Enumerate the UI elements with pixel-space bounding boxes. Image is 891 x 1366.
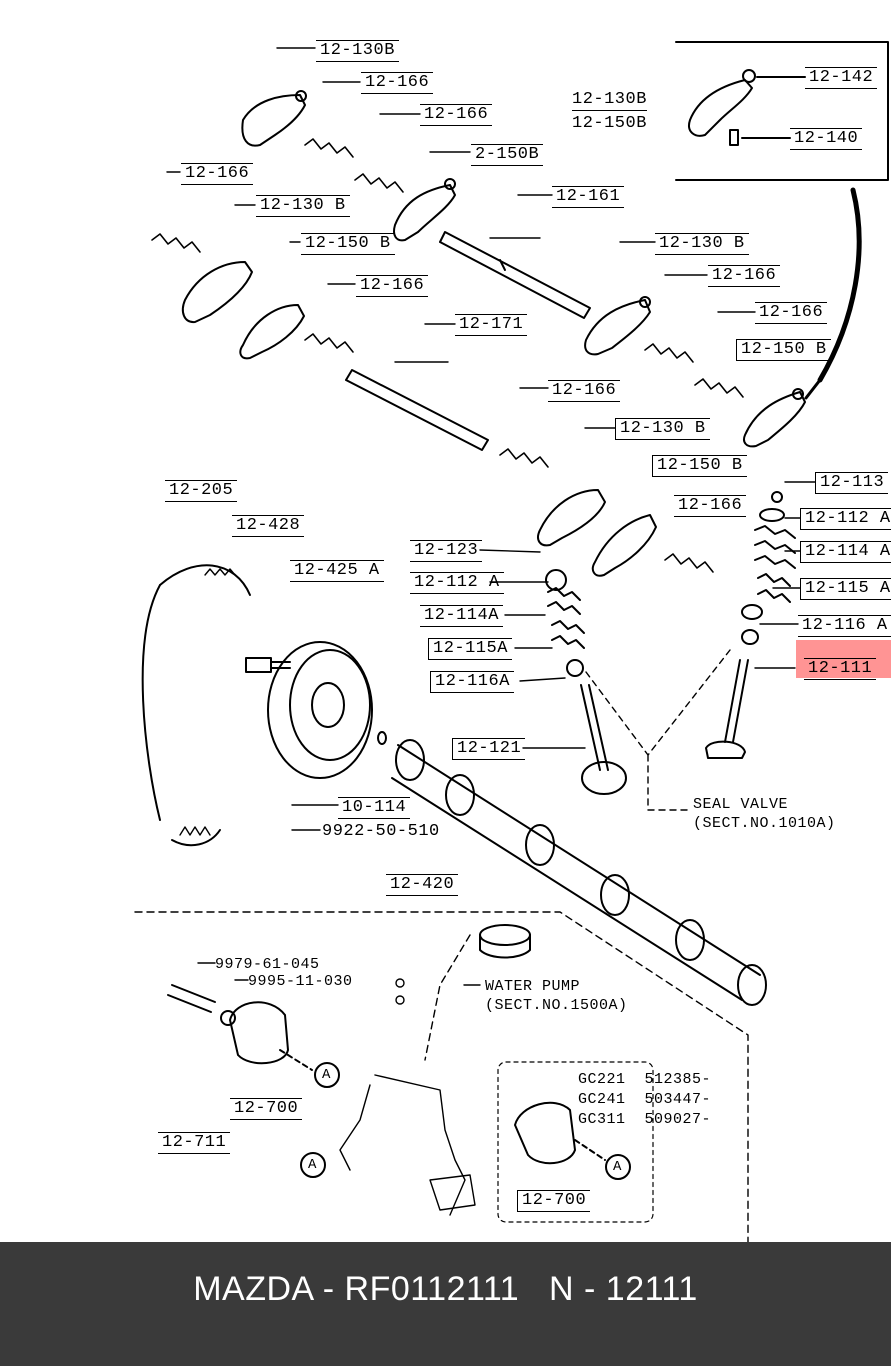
label-12-166-g: 12-166 [548,380,621,402]
inset-frame [675,41,889,181]
label-12-142: 12-142 [805,67,878,89]
timing-cover [339,978,476,1216]
caption-text: MAZDA - RF0112111 N - 12111 [193,1269,698,1308]
label-12-121: 12-121 [452,738,526,760]
label-12-425a: 12-425 A [290,560,384,582]
label-12-166-b: 12-166 [420,104,493,126]
label-12-114a-left: 12-114A [420,605,503,627]
label-12-115a-left: 12-115A [428,638,512,660]
label-12-140: 12-140 [790,128,863,150]
label-10-114: 10-114 [338,797,411,819]
label-12-112a-right: 12-112 A [800,508,891,530]
label-12-166-h: 12-166 [674,495,747,517]
tensioner-boxed [497,1061,654,1223]
valve-left [545,569,627,795]
label-9995-11-030: 9995-11-030 [248,973,353,990]
label-12-123: 12-123 [410,540,483,562]
label-12-171: 12-171 [455,314,528,336]
oil-cap [479,924,531,959]
water-pump-note-line1: WATER PUMP [485,978,581,995]
camshaft [391,739,767,1006]
label-12-166-d: 12-166 [708,265,781,287]
callout-a-3: A [613,1159,622,1175]
label-9922-50-510: 9922-50-510 [322,822,440,841]
label-12-428: 12-428 [232,515,305,537]
valve-right [705,491,796,759]
head-outline [134,911,749,1242]
seal-valve-note-line1: SEAL VALVE [693,796,789,813]
label-12-113: 12-113 [815,472,889,494]
caption-bar: MAZDA - RF0112111 N - 12111 [0,1242,891,1366]
label-12-166-e: 12-166 [356,275,429,297]
gc-note-line3: GC311 509027- [578,1111,712,1128]
leader-lines [166,47,816,986]
label-12-166-f: 12-166 [755,302,828,324]
seal-valve-leaders [585,649,731,811]
label-12-166-c: 12-166 [181,163,254,185]
label-inset-130b: 12-130B [572,90,647,111]
label-12-700-b: 12-700 [517,1190,591,1212]
callout-a-2: A [308,1157,317,1173]
seal-valve-note-line2: (SECT.NO.1010A) [693,815,836,832]
camshaft-pulley [245,641,387,779]
gc-note-line2: GC241 503447- [578,1091,712,1108]
label-12-150b-d: 12-150 B [652,455,747,477]
label-12-111: 12-111 [804,658,877,680]
gc-note-line1: GC221 512385- [578,1071,712,1088]
rocker-shaft-upper [241,90,806,448]
tensioner-left [167,984,313,1071]
highlight-12-111: 12-111 [796,640,891,680]
label-12-150b-a: 2-150B [471,144,544,166]
water-pump-note-line2: (SECT.NO.1500A) [485,997,628,1014]
label-12-112a-left: 12-112 A [410,572,504,594]
label-9979-61-045: 9979-61-045 [215,956,320,973]
inset-arrow [804,187,862,400]
label-12-116a-left: 12-116A [430,671,514,693]
label-12-150b-b: 12-150 B [301,233,395,255]
label-12-130b-d: 12-130 B [615,418,710,440]
label-12-130b-b: 12-130 B [256,195,350,217]
callout-circles [300,1062,631,1180]
springs-upper [151,138,744,573]
label-12-205: 12-205 [165,480,238,502]
rocker-arms-middle [181,261,657,577]
label-12-130b-c: 12-130 B [655,233,749,255]
timing-belt [141,564,251,847]
label-12-150b-c: 12-150 B [736,339,831,361]
label-12-711: 12-711 [158,1132,231,1154]
label-inset-150b: 12-150B [572,114,647,133]
label-12-114a-right: 12-114 A [800,541,891,563]
label-12-161: 12-161 [552,186,625,208]
label-12-130b-a: 12-130B [316,40,399,62]
parts-diagram: 12-130B 12-166 12-166 2-150B 12-166 12-1… [134,40,891,1242]
label-12-116a-right: 12-116 A [798,615,891,637]
callout-a-1: A [322,1067,331,1083]
label-12-700-a: 12-700 [230,1098,303,1120]
label-12-115a-right: 12-115 A [800,578,891,600]
label-12-420: 12-420 [386,874,459,896]
diagram-drawing [134,41,889,1242]
label-12-166-a: 12-166 [361,72,434,94]
inset-rocker-arm [688,69,806,146]
